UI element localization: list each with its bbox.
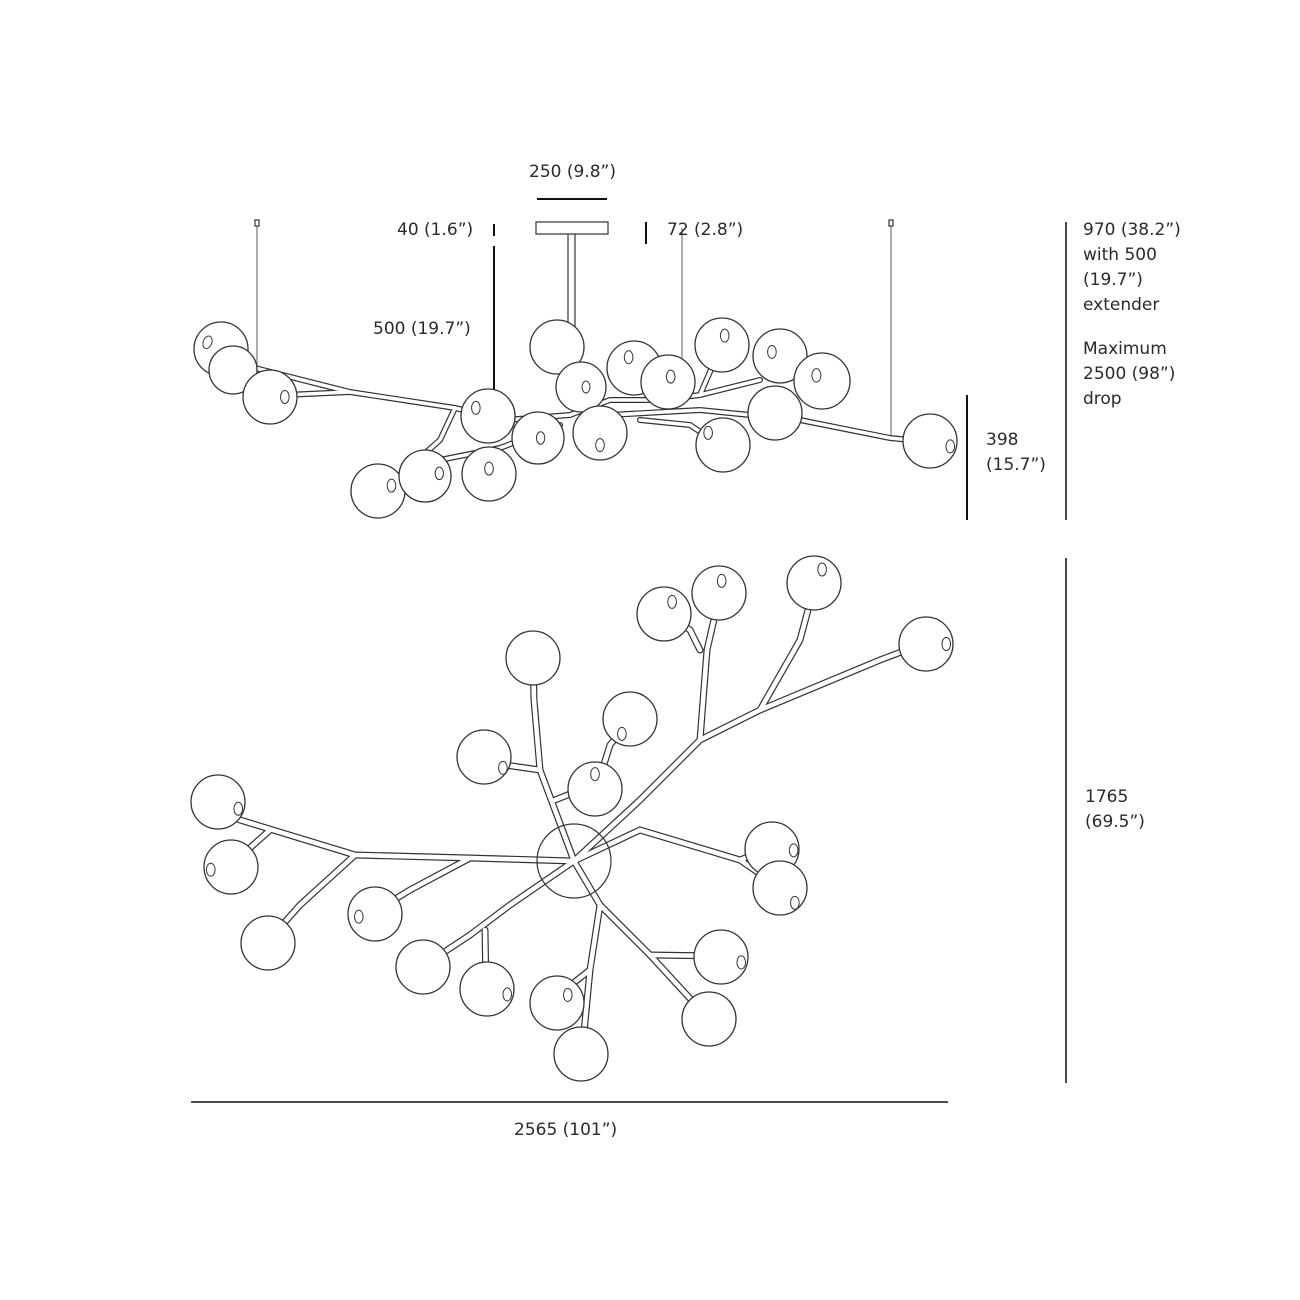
plan-globe-17 — [636, 586, 692, 642]
cable-anchor-left — [254, 219, 260, 227]
plan-globe-2 — [203, 839, 259, 895]
plan-globe-13 — [456, 729, 512, 785]
plan-branch-ne-main-fill — [571, 640, 928, 864]
elevation-globes — [193, 317, 958, 519]
elev-globe-17 — [747, 385, 803, 441]
elev-globe-19 — [902, 413, 958, 469]
stem-40-label: 40 (1.6”) — [397, 220, 474, 240]
elev-globe-7 — [461, 446, 517, 502]
elev-globe-9 — [529, 319, 585, 375]
drop-labels: 970 (38.2”) with 500 (19.7”) extender Ma… — [1083, 218, 1181, 412]
overall-drop-line-1: 970 (38.2”) — [1083, 220, 1181, 240]
plan-globe-19 — [786, 555, 842, 611]
elev-globe-4 — [460, 388, 516, 444]
plan-globe-5 — [395, 939, 451, 995]
plan-globe-3 — [240, 915, 296, 971]
plan-branch-n2-fill — [757, 592, 815, 713]
plan-branch-ssw-fill — [420, 858, 577, 969]
plan-globe-1 — [190, 774, 246, 830]
fixture-height-mm: 398 — [986, 430, 1019, 450]
plan-globe-16 — [567, 761, 623, 817]
plan-globe-15 — [602, 691, 658, 747]
overall-drop-line-4: extender — [1083, 295, 1160, 315]
plan-branch-ne-main — [570, 639, 929, 865]
plan-globe-10 — [693, 929, 749, 985]
elev-globe-11 — [572, 405, 628, 461]
stem-72-label: 72 (2.8”) — [667, 220, 744, 240]
fixture-height-label: 398 (15.7”) — [986, 428, 1046, 478]
plan-branch-nw-stub-fill — [502, 762, 543, 773]
plan-globe-6 — [459, 961, 515, 1017]
elev-globe-15 — [752, 328, 808, 384]
fixture-height-in: (15.7”) — [986, 455, 1046, 475]
overall-drop-line-2: with 500 — [1083, 245, 1157, 265]
elev-globe-2 — [208, 345, 258, 395]
plan-globe-9 — [681, 991, 737, 1047]
plan-globe-18 — [691, 565, 747, 621]
elev-globe-10 — [555, 361, 607, 413]
overall-width-label: 2565 (101”) — [514, 1120, 618, 1140]
elev-globe-18 — [695, 417, 751, 473]
plan-branch-n1-fill — [697, 612, 718, 743]
plan-globe-14 — [505, 630, 561, 686]
canopy-width-label: 250 (9.8”) — [529, 162, 616, 182]
max-drop-line-3: drop — [1083, 389, 1122, 409]
elev-globe-5 — [350, 463, 406, 519]
elev-globe-6 — [398, 449, 452, 503]
plan-globe-8 — [553, 1026, 609, 1082]
elev-globe-14 — [694, 317, 750, 373]
elev-globe-13 — [640, 354, 696, 410]
cable-anchor-right — [888, 219, 894, 227]
plan-depth-label: 1765 (69.5”) — [1085, 785, 1145, 835]
plan-branch-west — [213, 806, 578, 865]
plan-globe-20 — [898, 616, 954, 672]
elev-globe-8 — [511, 411, 565, 465]
plan-globe-4 — [347, 886, 403, 942]
overall-drop-line-3: (19.7”) — [1083, 270, 1143, 290]
dimension-lines — [191, 198, 1067, 1103]
max-drop-line-2: 2500 (98”) — [1083, 364, 1176, 384]
elev-globe-16 — [793, 352, 851, 410]
plan-branch-south-fill — [571, 858, 603, 1056]
plan-depth-in: (69.5”) — [1085, 812, 1145, 832]
plan-depth-mm: 1765 — [1085, 787, 1129, 807]
ceiling-canopy — [535, 221, 609, 235]
elev-globe-3 — [242, 369, 298, 425]
plan-globe-7 — [529, 975, 585, 1031]
plan-canopy-outline — [536, 823, 612, 899]
plan-globe-12 — [752, 860, 808, 916]
max-drop-line-1: Maximum — [1083, 339, 1167, 359]
plan-globes — [190, 555, 954, 1082]
extender-500-label: 500 (19.7”) — [373, 319, 471, 339]
